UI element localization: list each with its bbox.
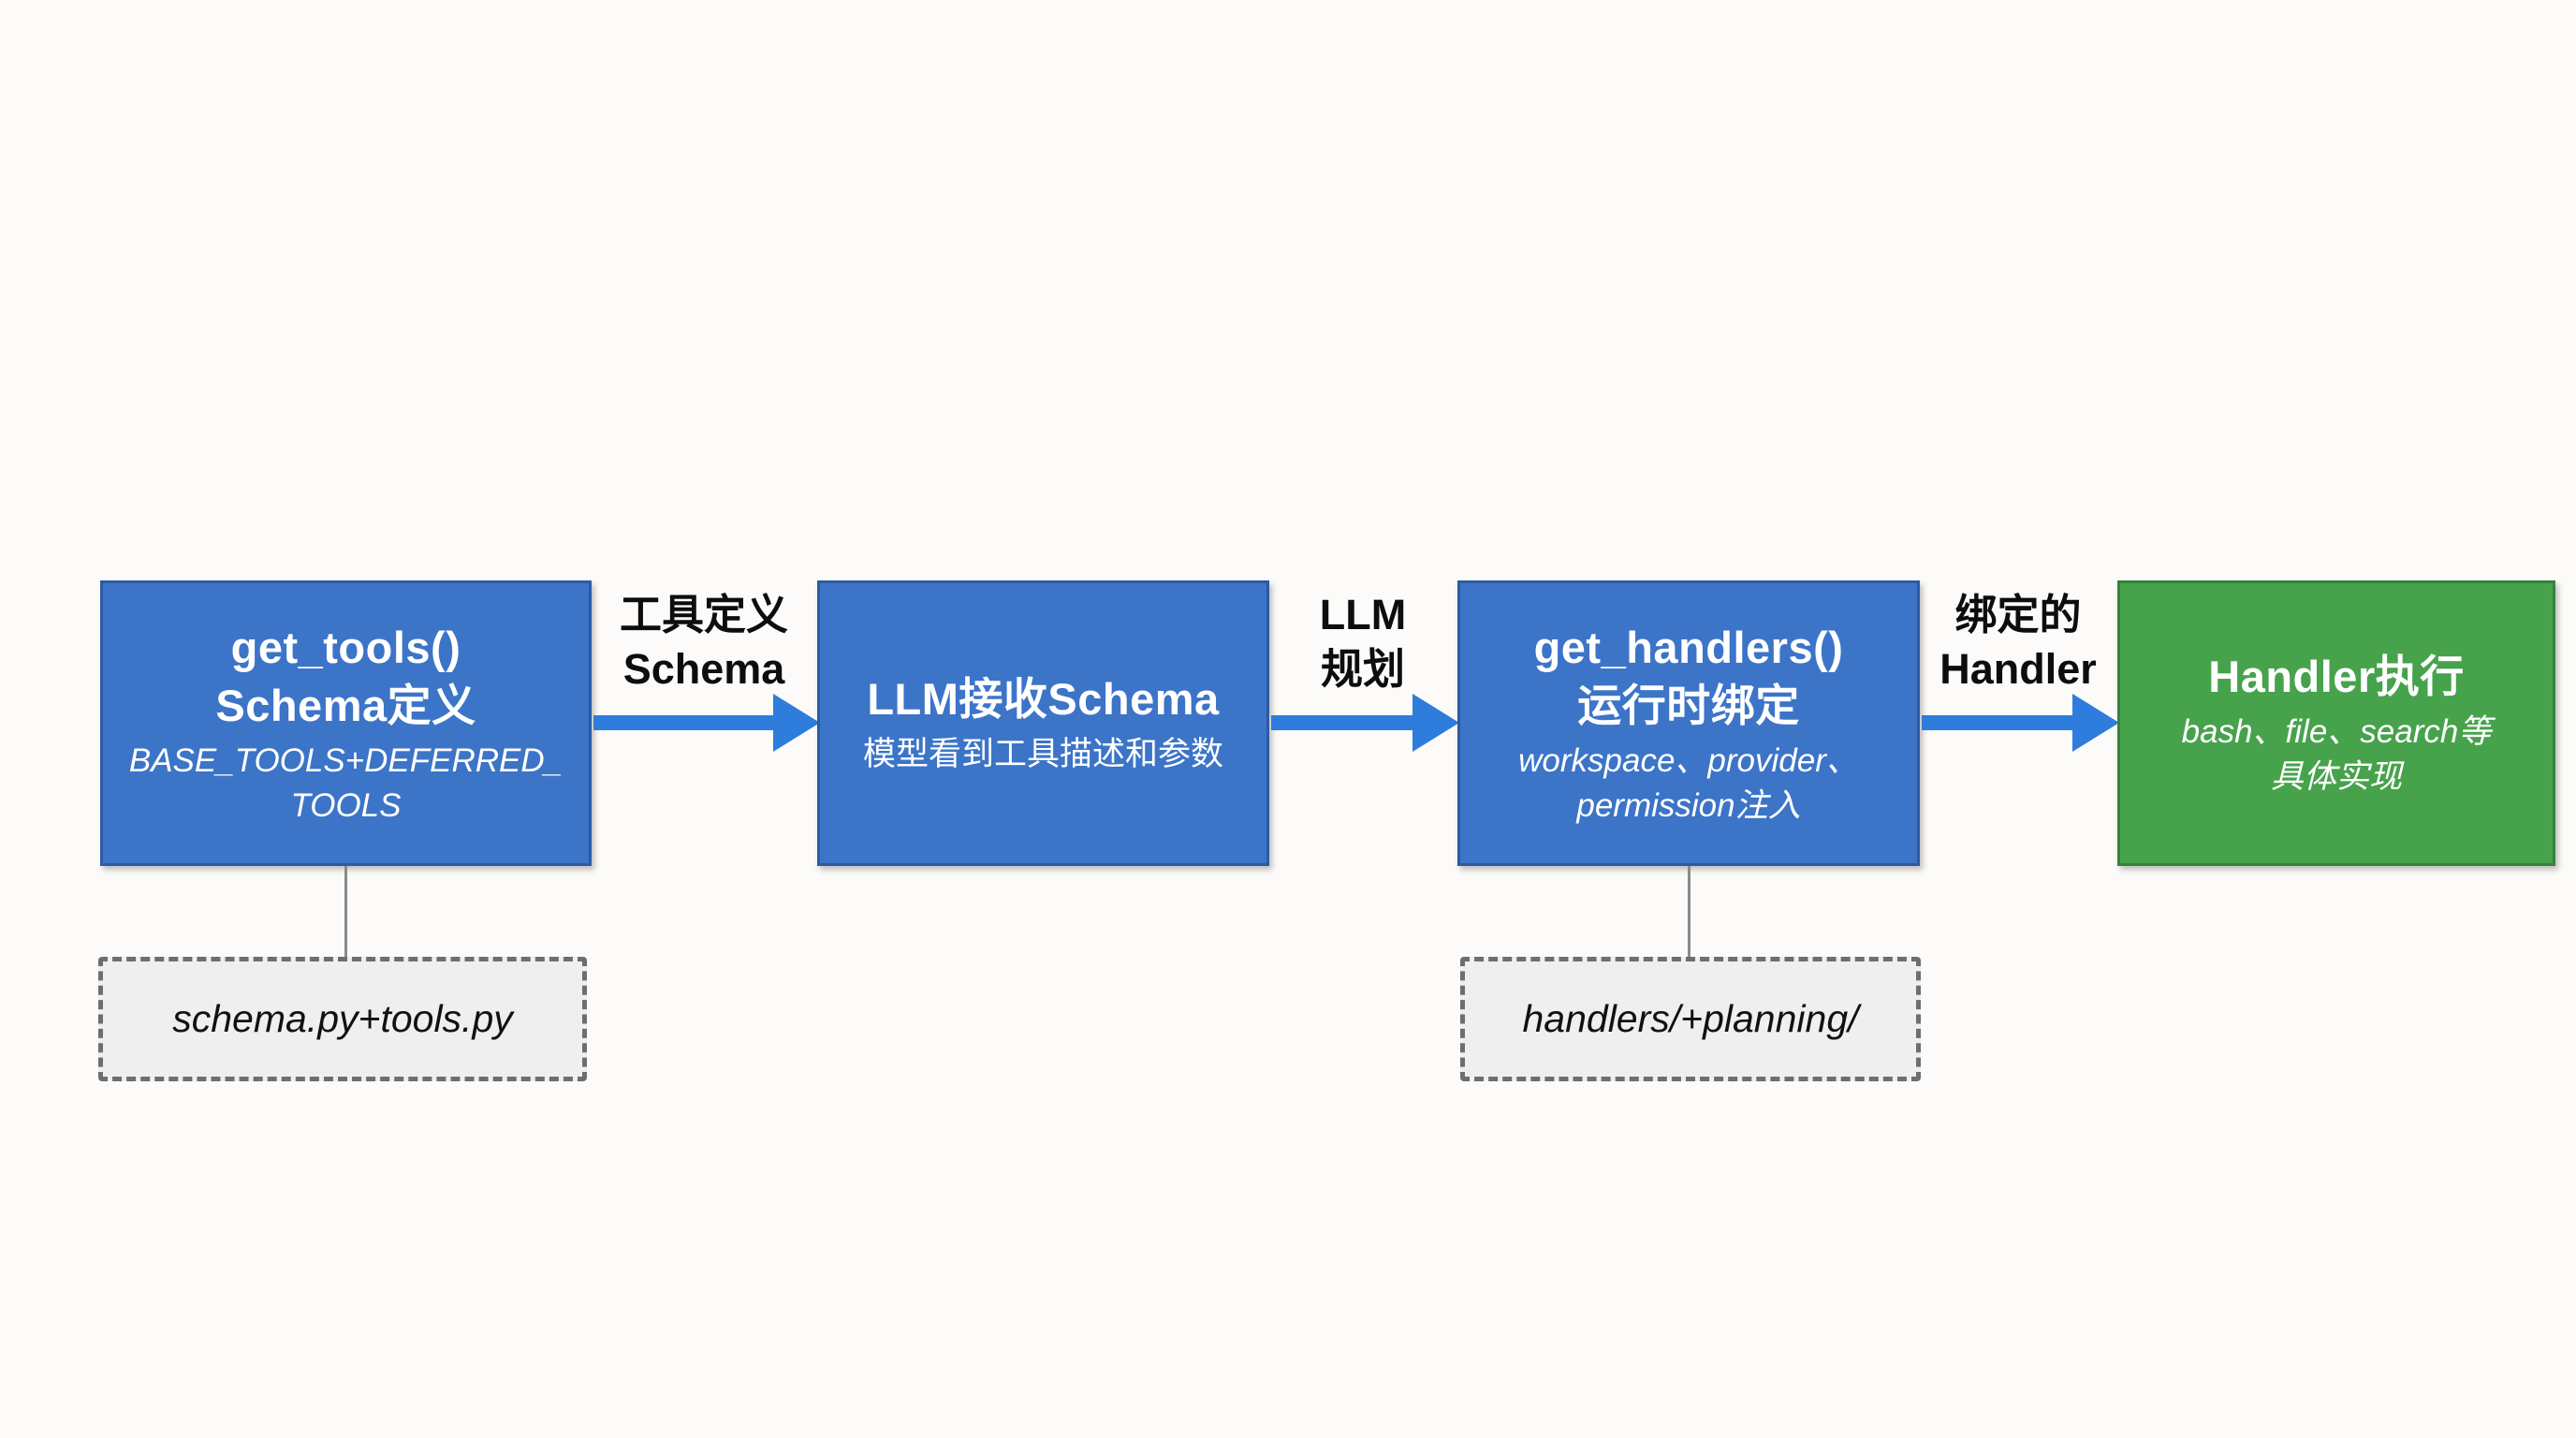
arrow-label-line: 绑定的	[1954, 591, 2082, 638]
arrow-label-llm-plan: LLM 规划	[1176, 588, 1550, 697]
arrow-head-icon	[773, 694, 820, 752]
arrow-label-line: Handler	[1939, 645, 2097, 693]
note-text: handlers/+planning/	[1522, 997, 1859, 1040]
arrow-label-line: Schema	[622, 645, 785, 693]
connector-line	[344, 866, 347, 959]
node-subtitle-line: BASE_TOOLS+DEFERRED_	[128, 741, 564, 779]
node-title-line: get_tools()	[230, 622, 461, 672]
arrow-label-bound-handler: 绑定的 Handler	[1831, 588, 2205, 697]
node-title-line: get_handlers()	[1533, 622, 1844, 672]
arrow-label-line: 工具定义	[619, 591, 788, 638]
node-get-tools: get_tools() Schema定义 BASE_TOOLS+DEFERRED…	[100, 580, 592, 866]
connector-line	[1688, 866, 1690, 959]
node-subtitle-line: 模型看到工具描述和参数	[862, 735, 1223, 772]
arrow-label-tool-schema: 工具定义 Schema	[517, 588, 891, 697]
arrow-shaft	[1922, 715, 2074, 730]
arrow-shaft	[593, 715, 775, 730]
node-subtitle-line: 具体实现	[2270, 757, 2402, 795]
node-title-line: LLM接收Schema	[867, 673, 1220, 724]
arrow-head-icon	[1412, 694, 1459, 752]
note-text: schema.py+tools.py	[172, 997, 513, 1040]
node-title-line: Schema定义	[215, 680, 476, 730]
arrow-label-line: 规划	[1320, 645, 1405, 693]
arrow-shaft	[1271, 715, 1414, 730]
node-subtitle-line: workspace、provider、	[1518, 741, 1859, 779]
note-schema-tools-files: schema.py+tools.py	[98, 957, 587, 1081]
note-handlers-planning-dirs: handlers/+planning/	[1460, 957, 1921, 1081]
node-llm-receive-schema: LLM接收Schema 模型看到工具描述和参数	[817, 580, 1269, 866]
node-handler-exec: Handler执行 bash、file、search等 具体实现	[2117, 580, 2555, 866]
node-subtitle-line: permission注入	[1576, 786, 1801, 824]
node-get-handlers: get_handlers() 运行时绑定 workspace、provider、…	[1457, 580, 1920, 866]
arrow-label-line: LLM	[1319, 591, 1407, 638]
node-subtitle-line: bash、file、search等	[2181, 712, 2492, 750]
node-title-line: 运行时绑定	[1577, 680, 1800, 730]
node-subtitle-line: TOOLS	[290, 786, 402, 824]
node-title-line: Handler执行	[2208, 651, 2465, 701]
arrow-head-icon	[2072, 694, 2119, 752]
